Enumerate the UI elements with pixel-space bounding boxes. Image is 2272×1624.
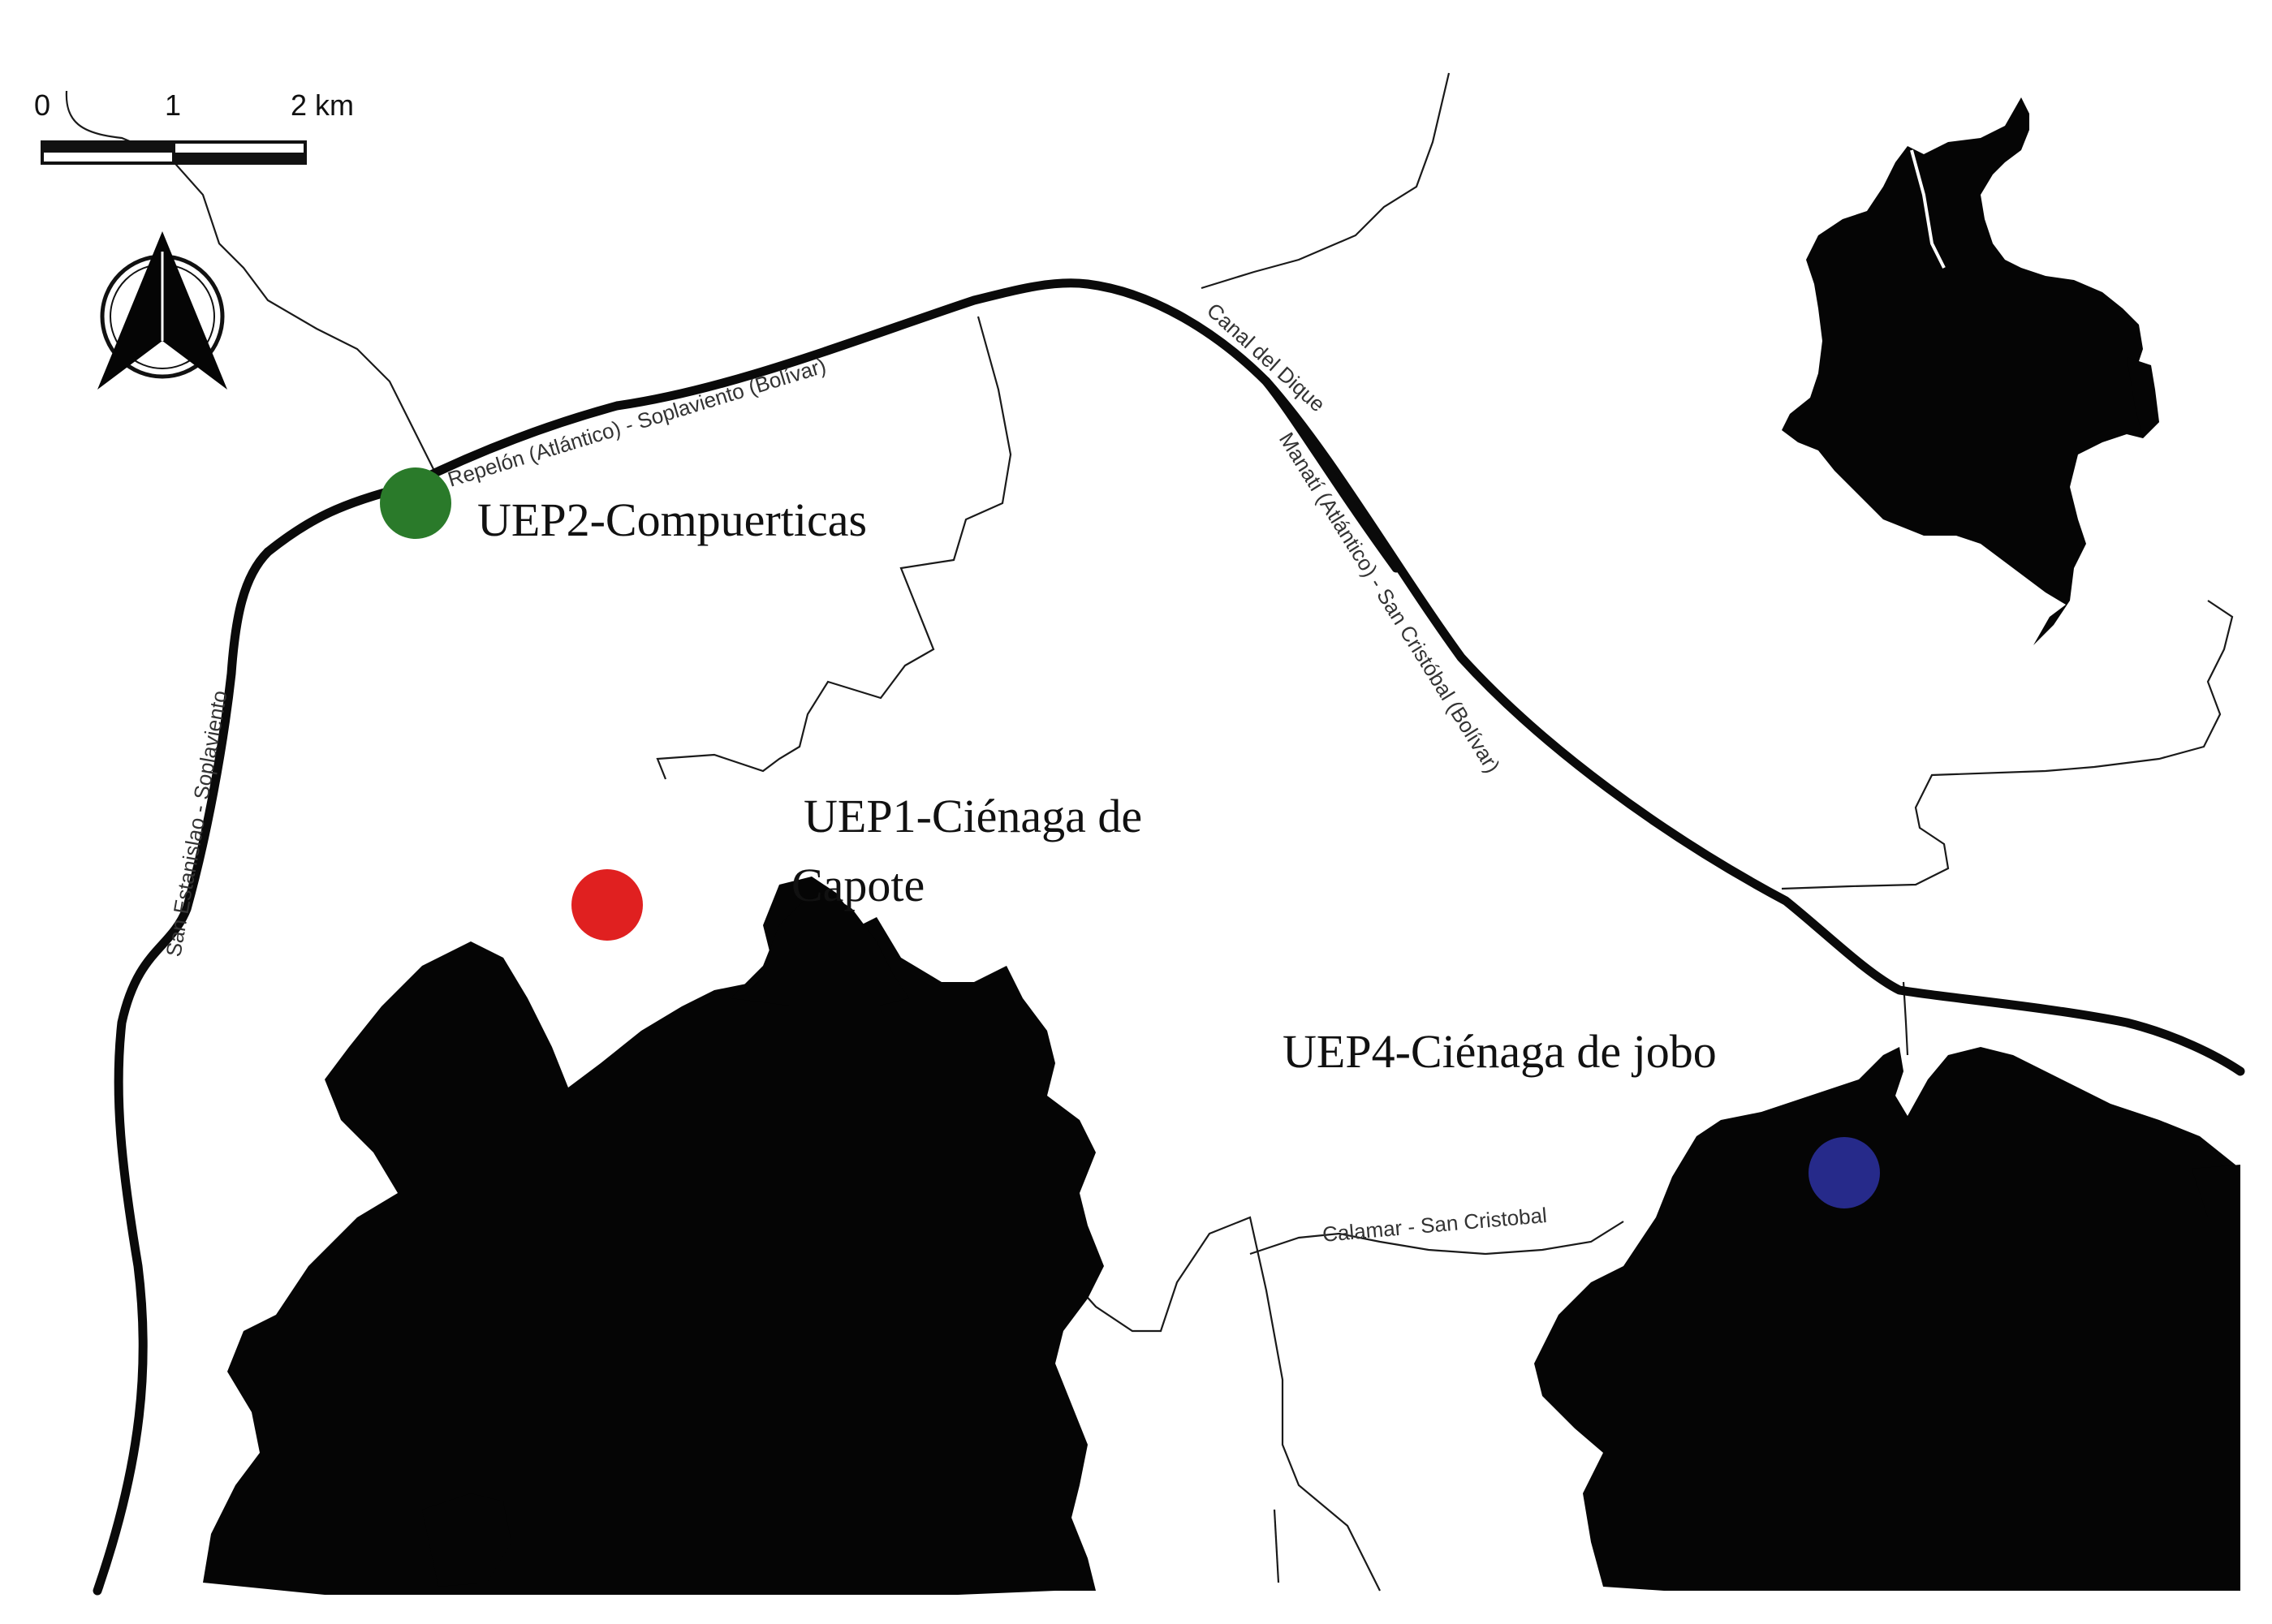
- scale-bar-fill-1: [42, 142, 174, 153]
- scale-bar-label-1: 1: [165, 88, 181, 122]
- boundary-line-east: [1781, 600, 2234, 890]
- cienaga-jobo-east-patch: [2192, 1165, 2240, 1234]
- road-manati-san-cristobal: [1261, 377, 1401, 573]
- cienaga-de-jobo: [1534, 1047, 2240, 1591]
- site-label-uep1-line2: Capote: [791, 859, 925, 911]
- cienaga-capote-north-lobe: [731, 893, 909, 1006]
- water-bodies: [203, 877, 2240, 1595]
- site-marker-uep1: [571, 869, 643, 941]
- north-arrow-icon: [97, 231, 227, 390]
- site-marker-uep2: [380, 467, 451, 539]
- cienaga-west-island: [422, 1493, 511, 1587]
- colombia-silhouette-east: [2127, 357, 2159, 438]
- colombia-inset-water-line: [1910, 149, 1946, 269]
- colombia-inset-map: [1782, 97, 2159, 645]
- boundary-line-calamar: [1249, 1221, 1624, 1256]
- boundary-line-north: [1201, 72, 1451, 290]
- cienaga-de-capote: [203, 877, 1104, 1595]
- site-label-uep4: UEP4-Ciénaga de jobo: [1283, 1025, 1717, 1078]
- sampling-sites: UEP2-Compuerticas UEP1-Ciénaga de Capote…: [380, 467, 1880, 1208]
- site-label-uep2: UEP2-Compuerticas: [477, 493, 867, 546]
- boundary-line-south-west: [1273, 1509, 1280, 1583]
- boundary-line-center: [656, 316, 1012, 780]
- road-san-estanislao-soplaviento: [93, 547, 273, 1596]
- scale-bar: 0 1 2 km: [34, 88, 354, 165]
- boundary-line-nw: [65, 90, 439, 480]
- main-roads: [93, 278, 2245, 1596]
- scale-bar-fill-2: [174, 153, 305, 163]
- site-label-uep1-line1: UEP1-Ciénaga de: [804, 790, 1142, 842]
- boundary-line-south-center: [1058, 1216, 1381, 1592]
- scale-bar-label-0: 0: [34, 88, 50, 122]
- colombia-silhouette: [1782, 97, 2159, 645]
- boundary-lines: [65, 72, 2234, 1592]
- boundary-line-jobo: [1902, 981, 1909, 1056]
- site-marker-uep4: [1809, 1137, 1880, 1208]
- scale-bar-label-2: 2 km: [291, 88, 354, 122]
